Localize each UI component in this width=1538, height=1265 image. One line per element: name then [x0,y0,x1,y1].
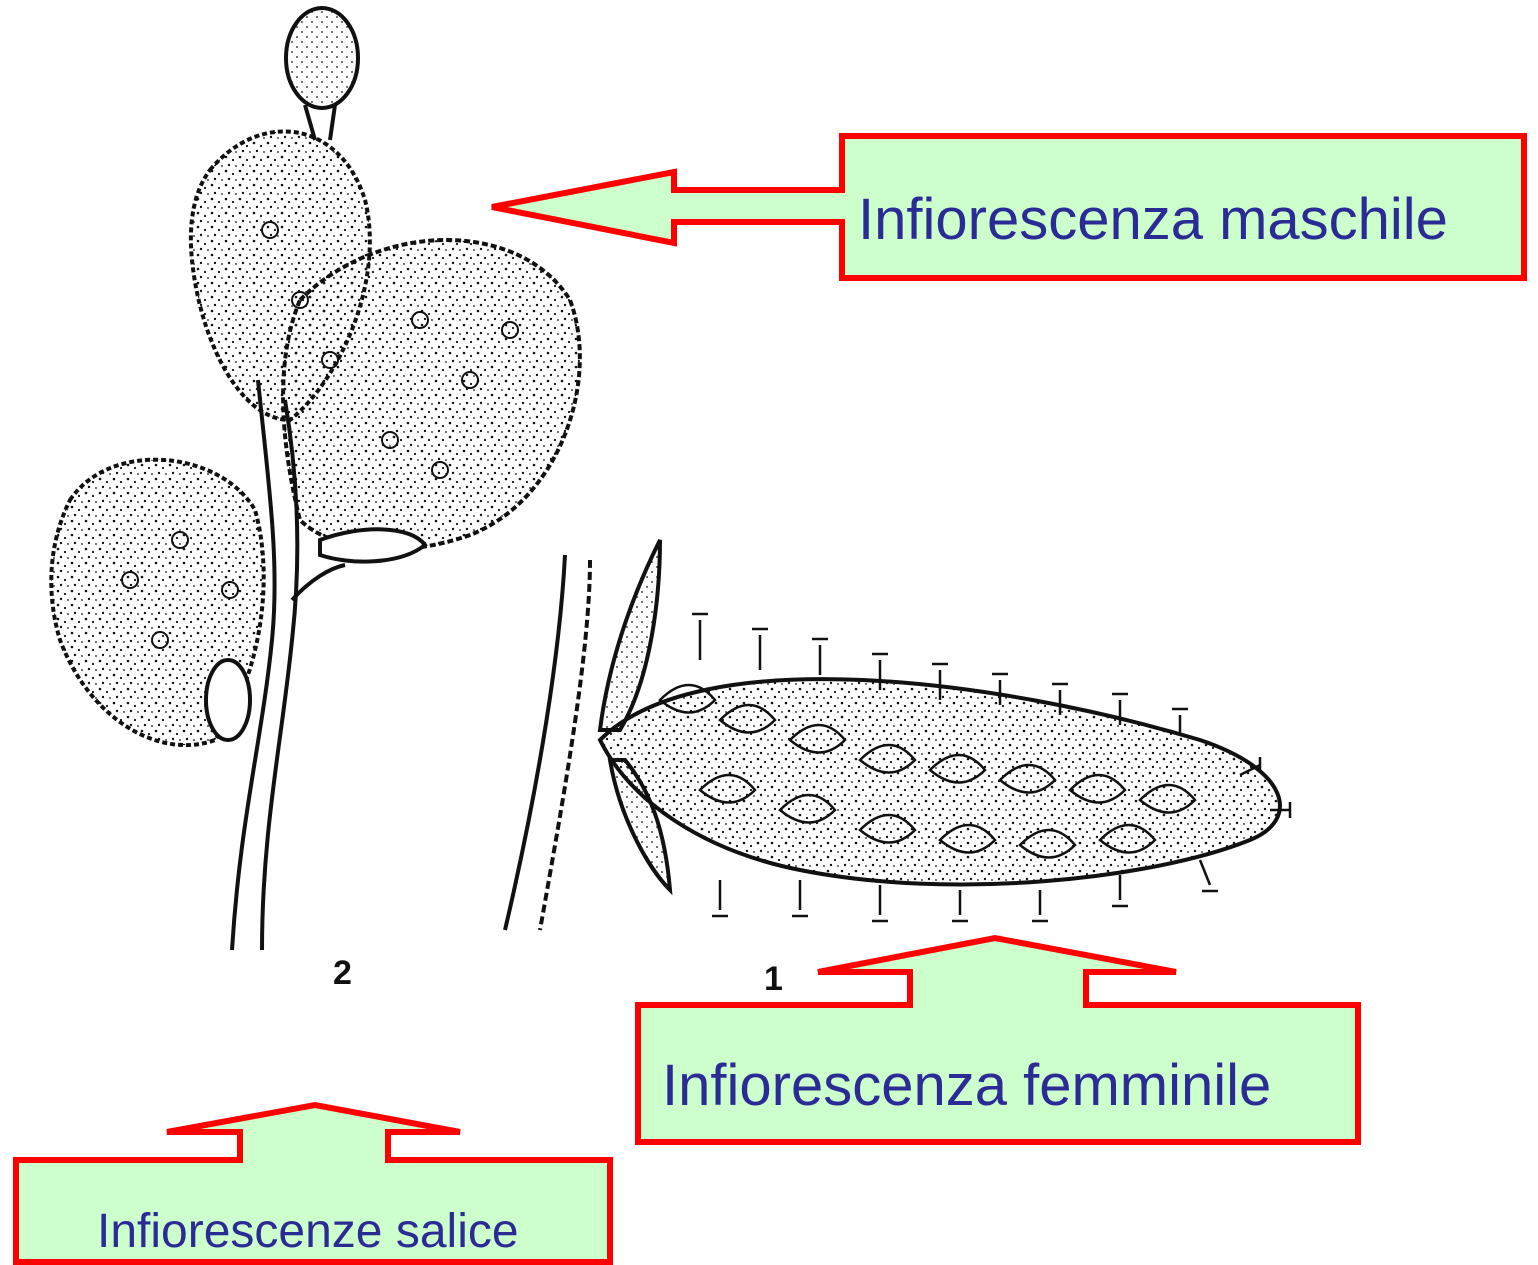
female-catkin-drawing [505,540,1290,930]
willow-inflorescences-caption: Infiorescenze salice [97,1204,519,1259]
figure-number-2: 2 [333,954,352,993]
male-inflorescence-label: Infiorescenza maschile [858,186,1448,253]
figure-number-1: 1 [764,960,783,999]
female-inflorescence-label: Infiorescenza femminile [662,1052,1271,1119]
male-catkins-drawing [51,8,580,950]
